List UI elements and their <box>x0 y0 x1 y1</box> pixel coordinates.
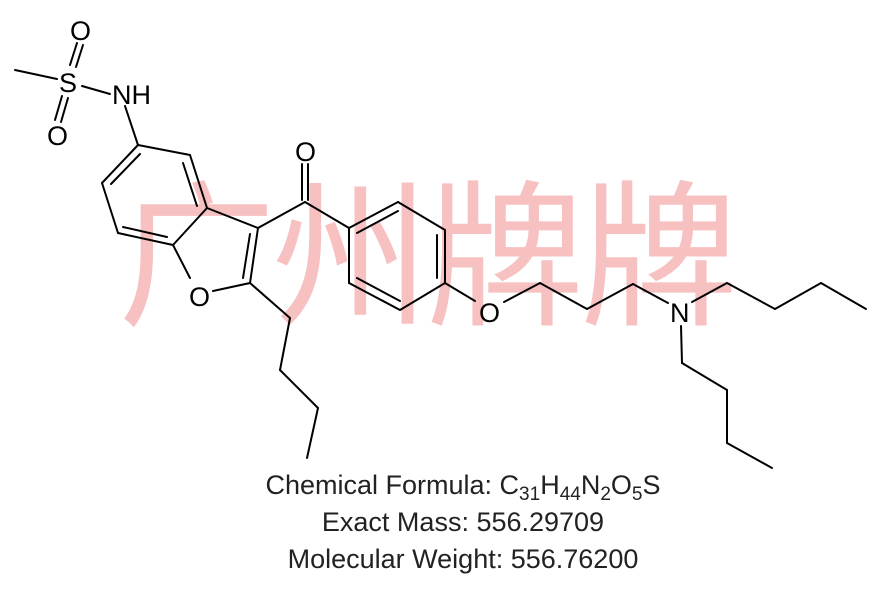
atom-o-bottom: O <box>47 121 68 151</box>
formula-h-count: 44 <box>559 484 581 505</box>
atom-s: S <box>59 68 77 98</box>
exact-mass: Exact Mass: 556.29709 <box>321 507 605 537</box>
atom-o-furan: O <box>189 282 210 312</box>
molecular-weight: Molecular Weight: 556.76200 <box>287 544 639 574</box>
atom-o-ether: O <box>479 298 500 328</box>
formula-c-count: 31 <box>519 484 541 505</box>
atom-nh: NH <box>112 80 151 110</box>
formula-label: Chemical Formula: <box>265 470 500 500</box>
formula-n: N <box>580 470 601 500</box>
watermark: 广州牌牌 <box>118 167 738 351</box>
atom-o-carbonyl: O <box>295 137 316 167</box>
formula-o: O <box>610 470 632 500</box>
formula-s: S <box>642 470 661 500</box>
formula-c: C <box>499 470 520 500</box>
formula-o-count: 5 <box>631 484 643 505</box>
atom-n-amine: N <box>670 298 690 328</box>
atom-o-top: O <box>70 16 91 46</box>
atom-labels: S O O NH O O O N <box>47 16 690 328</box>
formula-n-count: 2 <box>600 484 611 505</box>
chemical-formula: Chemical Formula: C31H44N2O5S <box>0 470 881 506</box>
formula-h: H <box>540 470 560 500</box>
bonds <box>14 42 867 469</box>
